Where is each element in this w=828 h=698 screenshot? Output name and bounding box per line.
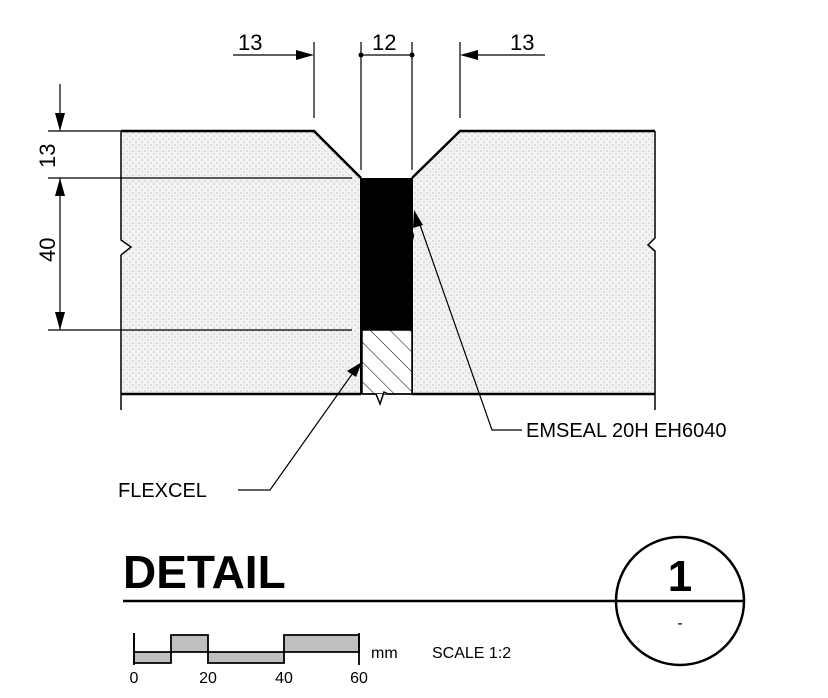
scale-text: SCALE 1:2 [432, 645, 511, 662]
scale-tick-40: 40 [275, 670, 293, 687]
arrow-top-right [460, 50, 478, 60]
scale-bar [133, 633, 360, 665]
emseal-seal [362, 178, 412, 330]
detail-bubble [614, 535, 746, 667]
dim-left-lower: 40 [35, 238, 60, 262]
label-emseal: EMSEAL 20H EH6040 [526, 420, 726, 442]
detail-title: DETAIL [123, 546, 286, 598]
arrow-filler-leader [347, 362, 362, 377]
dim-top-right: 13 [510, 30, 534, 55]
arrow-seal-leader [413, 210, 423, 228]
slab-outline [120, 129, 656, 410]
flexcel-filler [361, 329, 413, 395]
leaders [238, 221, 522, 491]
detail-number: 1 [668, 552, 692, 601]
dim-top-gap: 12 [372, 30, 396, 55]
dim-top-left: 13 [238, 30, 262, 55]
arrow-left-bottom [55, 312, 65, 330]
left-dimensions [48, 84, 352, 331]
arrow-left-mid [55, 178, 65, 196]
dim-dot-left [358, 52, 364, 58]
concrete-slab-right [412, 131, 655, 394]
arrow-top-left [296, 50, 314, 60]
top-dimensions [233, 42, 545, 170]
detail-sheet: - [677, 615, 682, 632]
dim-left-upper: 13 [35, 144, 60, 168]
scale-tick-60: 60 [350, 670, 368, 687]
scale-tick-20: 20 [199, 670, 217, 687]
arrow-left-top [55, 113, 65, 131]
scale-unit: mm [371, 645, 398, 662]
concrete-slab-left [121, 131, 361, 394]
filler-break [362, 390, 412, 407]
dim-dot-right [409, 52, 415, 58]
scale-tick-0: 0 [130, 670, 139, 687]
label-flexcel: FLEXCEL [118, 480, 207, 502]
